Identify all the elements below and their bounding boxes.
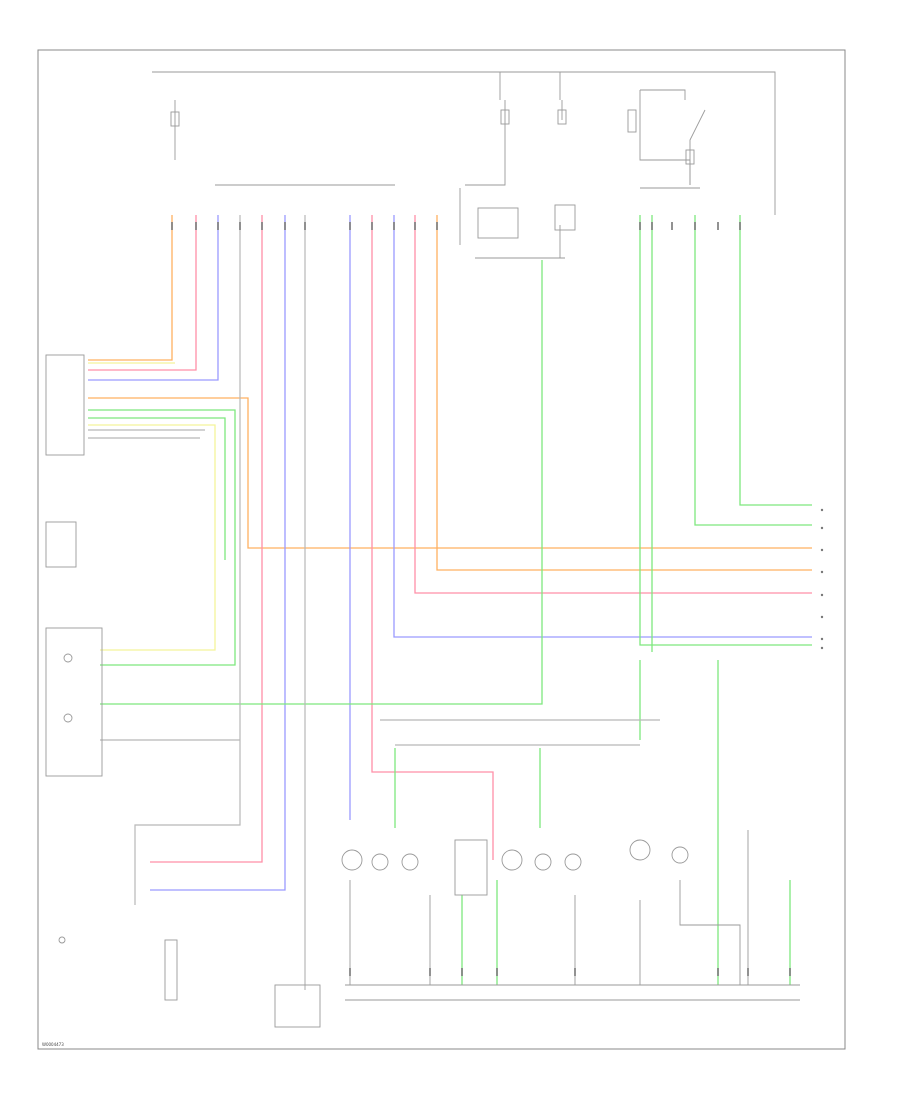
left-components — [45, 354, 321, 1028]
gray-wires — [88, 215, 660, 990]
right-terminals — [820, 508, 824, 650]
sheet-id: W0004473 — [42, 1042, 64, 1047]
blue-wires — [88, 215, 812, 891]
diagram-frame — [37, 49, 846, 1050]
yellow-wires — [88, 362, 216, 651]
lamp-components — [341, 830, 800, 1001]
top-power-bus — [152, 71, 776, 259]
pink-wires — [88, 215, 812, 863]
green-wires — [88, 215, 812, 985]
orange-wires — [88, 215, 812, 571]
fuse-symbols — [170, 109, 695, 239]
connector-ticks — [171, 222, 791, 976]
